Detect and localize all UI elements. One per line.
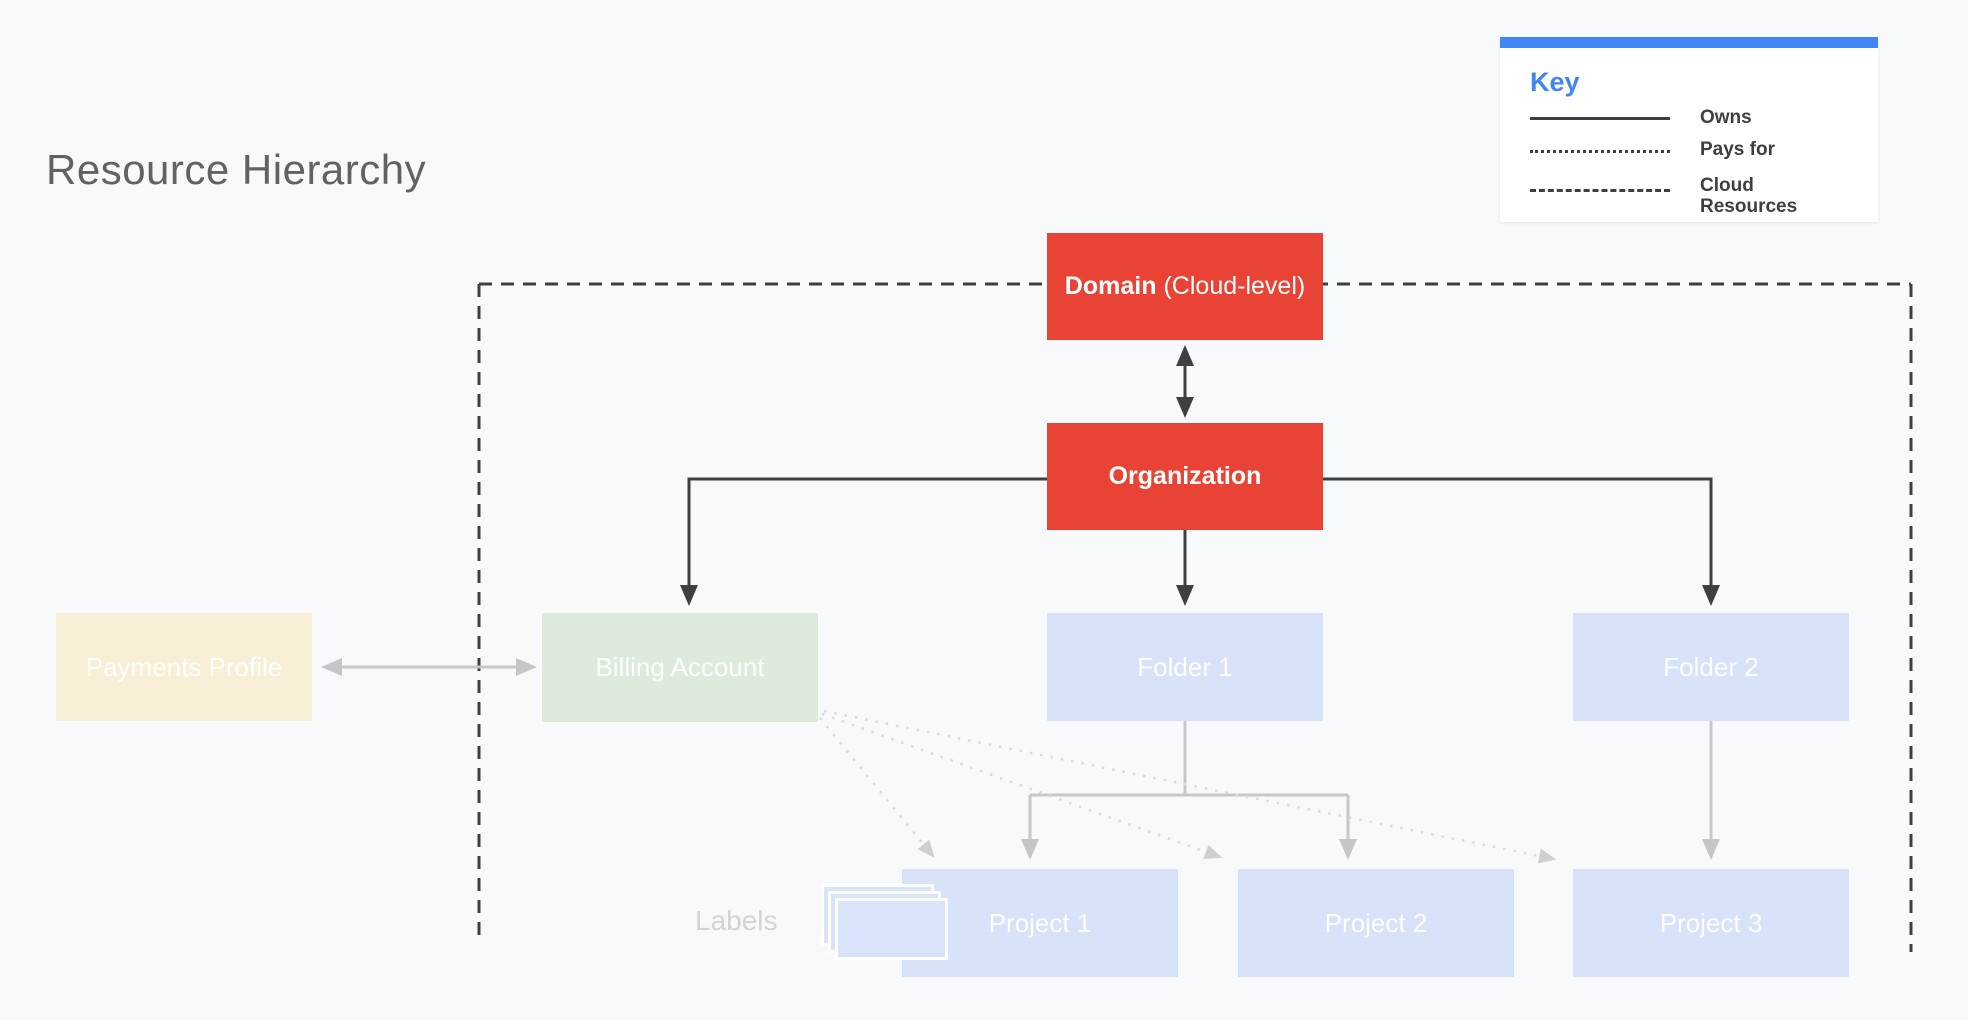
legend-pays-for-line-sample bbox=[1530, 150, 1670, 153]
legend-cloud-resources-line-sample bbox=[1530, 189, 1670, 192]
node-folder1: Folder 1 bbox=[1047, 613, 1323, 721]
labels-stack-icon bbox=[821, 884, 956, 968]
node-project2: Project 2 bbox=[1238, 869, 1514, 977]
domain-label-bold: Domain bbox=[1064, 272, 1157, 300]
project2-label: Project 2 bbox=[1324, 907, 1428, 938]
page-title: Resource Hierarchy bbox=[46, 146, 427, 193]
billing-account-label: Billing Account bbox=[595, 652, 765, 682]
edge-billing-pays-project1 bbox=[819, 717, 935, 858]
edge-billing-pays-project3 bbox=[823, 709, 1557, 864]
legend-key-box: Key Owns Pays for Cloud Resources bbox=[1500, 37, 1878, 222]
edge-billing-pays-project2 bbox=[821, 712, 1223, 859]
edge-organization-folder2 bbox=[1323, 477, 1720, 606]
payments-profile-label: Payments Profile bbox=[85, 651, 283, 682]
labels-caption: Labels bbox=[695, 905, 778, 936]
node-billing-account: Billing Account bbox=[542, 613, 818, 722]
edge-organization-billing-account bbox=[680, 477, 1047, 606]
project1-label: Project 1 bbox=[988, 907, 1092, 938]
folder1-label: Folder 1 bbox=[1137, 651, 1233, 682]
legend-pays-for-label: Pays for bbox=[1700, 139, 1775, 160]
node-project3: Project 3 bbox=[1573, 869, 1849, 977]
domain-label-qualifier: (Cloud-level) bbox=[1163, 272, 1306, 300]
legend-cloud-resources-label: Cloud Resources bbox=[1700, 175, 1798, 217]
legend-heading: Key bbox=[1530, 67, 1580, 97]
node-folder2: Folder 2 bbox=[1573, 613, 1849, 721]
label-card-front bbox=[835, 898, 948, 960]
project3-label: Project 3 bbox=[1659, 907, 1763, 938]
legend-owns-label: Owns bbox=[1700, 107, 1752, 128]
node-domain: Domain (Cloud-level) bbox=[1047, 233, 1323, 340]
folder2-label: Folder 2 bbox=[1663, 651, 1759, 682]
organization-label: Organization bbox=[1108, 462, 1262, 490]
node-payments-profile: Payments Profile bbox=[56, 613, 312, 721]
legend-owns-line-sample bbox=[1530, 117, 1670, 120]
node-organization: Organization bbox=[1047, 423, 1323, 530]
edge-folder1-branch bbox=[1030, 721, 1348, 797]
legend-accent-bar bbox=[1500, 37, 1878, 48]
node-project1: Project 1 bbox=[902, 869, 1178, 977]
